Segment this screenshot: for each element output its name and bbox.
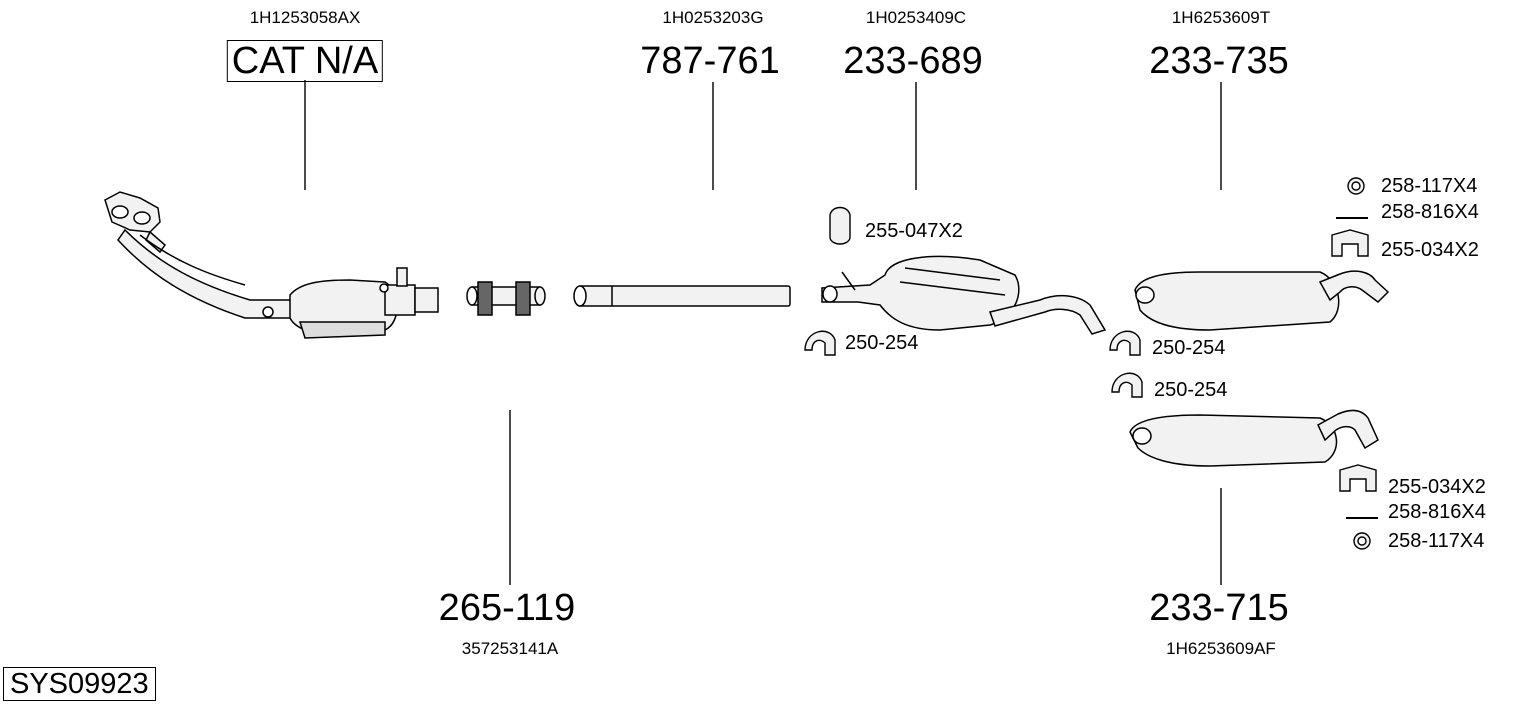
oem-connector: 357253141A — [461, 639, 559, 658]
part-number-mid-silencer[interactable]: 233-689 — [843, 40, 983, 82]
ring-icon-b-inner — [1357, 536, 1367, 546]
oem-cat: 1H1253058AX — [249, 8, 361, 27]
acc-clamp-mid[interactable]: 250-254 — [845, 332, 919, 354]
system-code: SYS09923 — [3, 667, 156, 702]
acc-clamp-rear-b[interactable]: 250-254 — [1154, 379, 1228, 401]
part-number-rear-silencer-b[interactable]: 233-715 — [1149, 587, 1289, 629]
connector-drawing — [466, 281, 546, 316]
catalytic-converter-drawing — [104, 191, 439, 339]
part-number-rear-silencer-a[interactable]: 233-735 — [1149, 40, 1289, 82]
part-number-cat[interactable]: CAT N/A — [226, 40, 384, 82]
oem-mid-silencer: 1H0253409C — [865, 8, 967, 27]
acc-bolt-a[interactable]: 258-816X4 — [1381, 201, 1479, 223]
rear-silencer-b-drawing — [1129, 409, 1379, 467]
oem-rear-silencer-a: 1H6253609T — [1171, 8, 1271, 27]
pipe-drawing — [573, 285, 791, 307]
acc-ring-b[interactable]: 258-117X4 — [1388, 530, 1485, 552]
clamp-icon-mid — [804, 330, 836, 356]
hanger-icon-a — [1331, 229, 1369, 257]
part-number-pipe[interactable]: 787-761 — [640, 40, 780, 82]
acc-bolt-b[interactable]: 258-816X4 — [1388, 501, 1486, 523]
rubber-hanger-icon — [829, 206, 851, 245]
acc-hanger-a[interactable]: 255-034X2 — [1381, 239, 1479, 261]
acc-mid-hanger[interactable]: 255-047X2 — [865, 220, 963, 242]
acc-ring-a[interactable]: 258-117X4 — [1381, 175, 1478, 197]
clamp-icon-rear-b — [1111, 372, 1143, 398]
rear-silencer-a-drawing — [1134, 270, 1390, 331]
mid-silencer-drawing — [821, 255, 1107, 335]
clamp-icon-rear-a — [1109, 330, 1141, 356]
acc-hanger-b[interactable]: 255-034X2 — [1388, 476, 1486, 498]
hanger-icon-b — [1339, 464, 1377, 492]
acc-clamp-rear-a[interactable]: 250-254 — [1152, 337, 1226, 359]
oem-rear-silencer-b: 1H6253609AF — [1166, 639, 1276, 658]
oem-pipe: 1H0253203G — [662, 8, 764, 27]
part-number-connector[interactable]: 265-119 — [438, 587, 576, 629]
ring-icon-a-inner — [1351, 181, 1361, 191]
